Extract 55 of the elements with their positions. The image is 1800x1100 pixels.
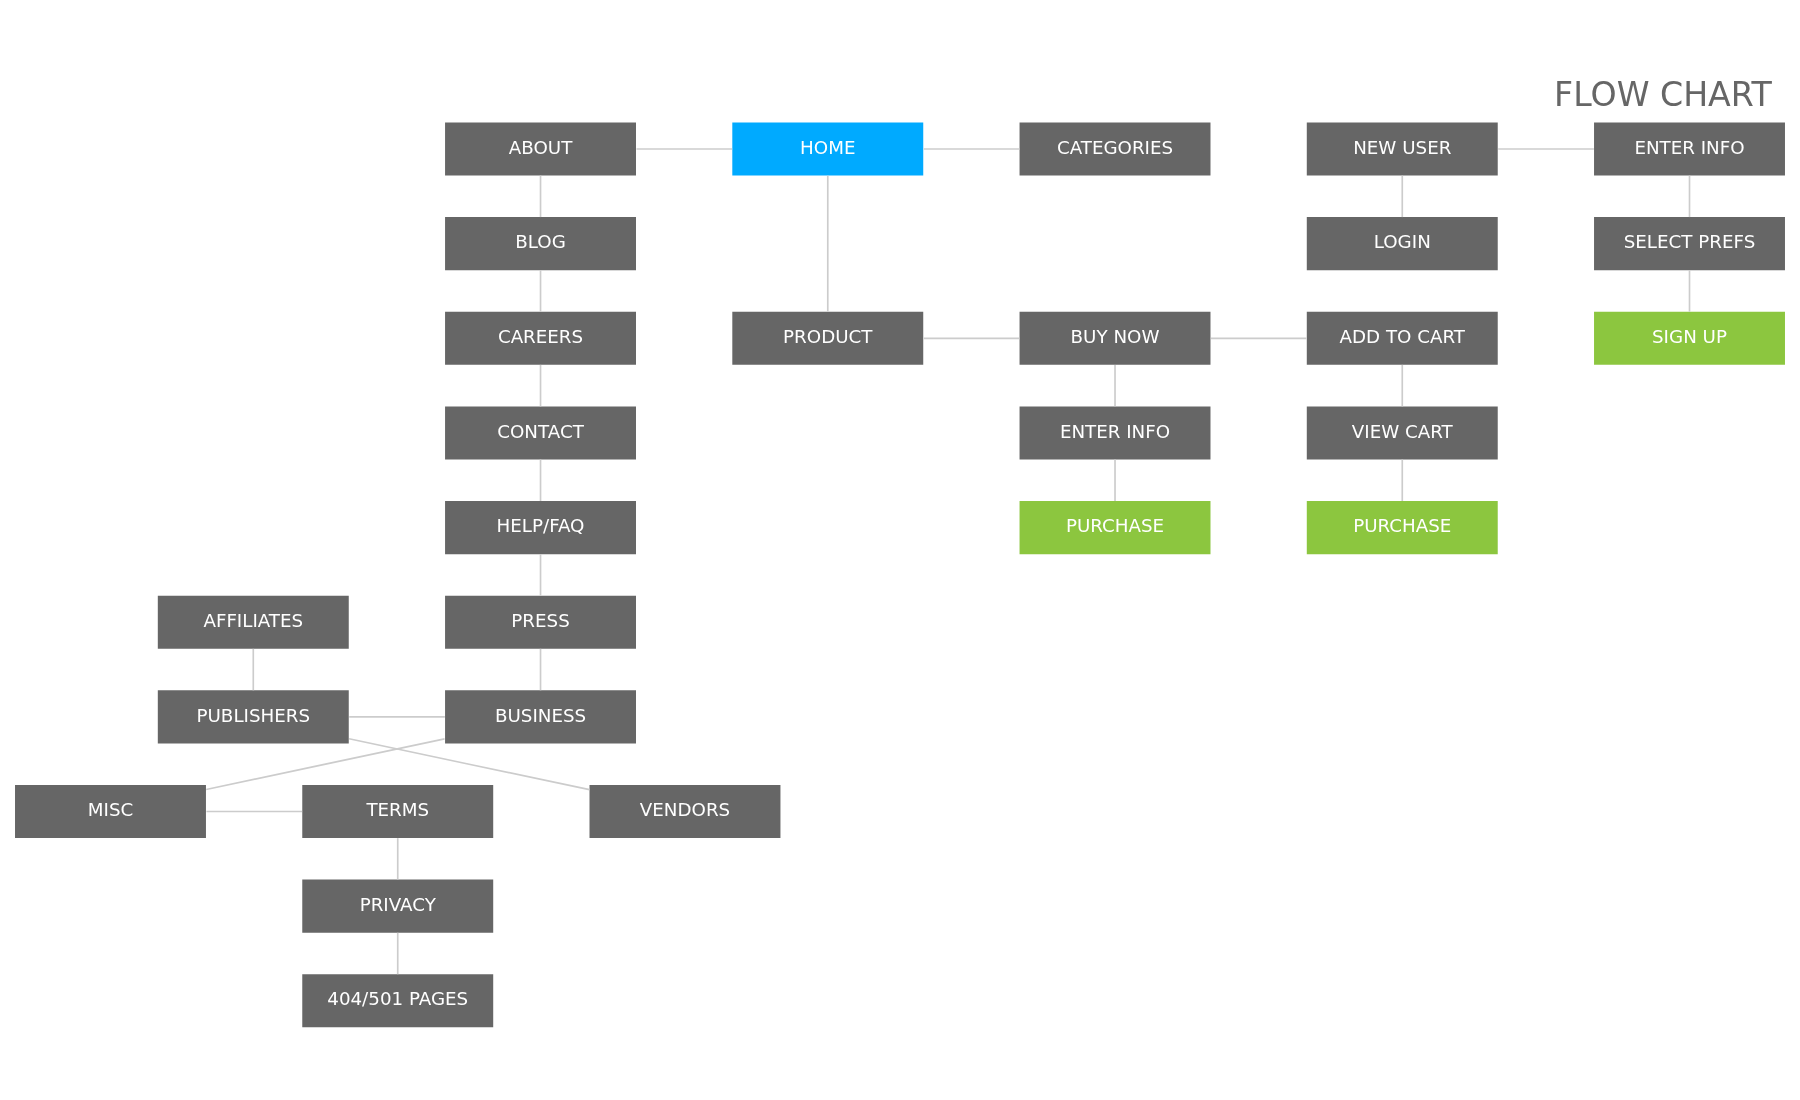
- connector: [1688, 174, 1691, 218]
- node-box: SELECT PREFS: [1594, 217, 1785, 271]
- connector: [1688, 269, 1691, 313]
- connector: [539, 364, 542, 408]
- connector: [252, 648, 255, 692]
- connector: [922, 337, 1021, 340]
- node-box: 404/501 PAGES: [302, 974, 494, 1028]
- connector: [539, 553, 542, 597]
- connector: [539, 458, 542, 502]
- node-box: VENDORS: [589, 784, 781, 839]
- node-box: PURCHASE: [1019, 501, 1211, 555]
- node-box: PRIVACY: [302, 879, 494, 933]
- node-box: ENTER INFO: [1019, 406, 1211, 460]
- node-box: HELP/FAQ: [445, 501, 636, 555]
- node-box: CAREERS: [445, 311, 636, 365]
- connector: [922, 148, 1021, 150]
- node-box: MISC: [15, 784, 206, 839]
- connector: [1401, 174, 1404, 218]
- connector: [539, 648, 542, 692]
- node-box: CONTACT: [445, 406, 636, 460]
- node-box: ADD TO CART: [1306, 311, 1498, 365]
- connector: [539, 174, 542, 218]
- connector: [1401, 458, 1404, 502]
- connector: [348, 737, 591, 791]
- node-box: NEW USER: [1306, 122, 1498, 176]
- node-box: CATEGORIES: [1019, 122, 1211, 176]
- connector: [1401, 364, 1404, 408]
- connector: [1497, 148, 1595, 150]
- node-box: VIEW CART: [1306, 406, 1498, 460]
- node-box: BLOG: [445, 217, 636, 271]
- node-box: BUY NOW: [1019, 311, 1211, 365]
- node-box: LOGIN: [1306, 217, 1498, 271]
- node-box: PUBLISHERS: [157, 690, 349, 744]
- node-box: AFFILIATES: [157, 595, 349, 649]
- connector: [396, 837, 399, 881]
- node-box: SIGN UP: [1594, 311, 1785, 365]
- connector: [539, 269, 542, 313]
- connector: [1210, 337, 1308, 340]
- connector: [205, 738, 446, 791]
- diagram-title: FLOW CHART: [1554, 74, 1772, 114]
- node-box: HOME: [732, 122, 924, 176]
- node-box: ENTER INFO: [1594, 122, 1785, 176]
- node-box: ABOUT: [445, 122, 636, 176]
- node-box: PRODUCT: [732, 311, 924, 365]
- node-box: PRESS: [445, 595, 636, 649]
- connector: [205, 810, 303, 813]
- connector: [348, 716, 446, 718]
- connector: [635, 148, 733, 150]
- node-box: TERMS: [302, 784, 494, 839]
- node-box: PURCHASE: [1306, 501, 1498, 555]
- connector: [1114, 364, 1116, 408]
- node-box: BUSINESS: [445, 690, 636, 744]
- connector: [396, 931, 399, 976]
- connector: [826, 174, 829, 313]
- connector: [1114, 458, 1116, 502]
